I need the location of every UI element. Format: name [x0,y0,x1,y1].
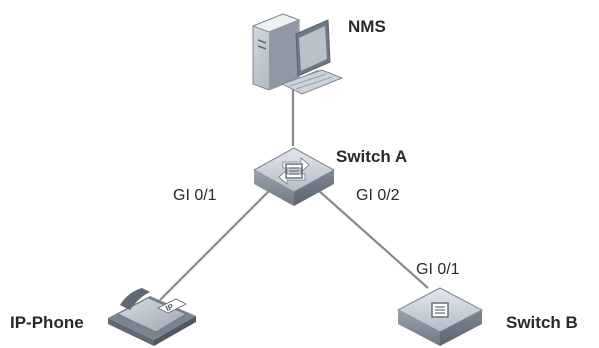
switch-b-port-gi01-label: GI 0/1 [416,261,460,278]
ip-phone-node: IP IP-Phone [10,288,196,346]
computer-icon [251,13,344,95]
switch-b-label: Switch B [506,313,578,332]
switch-icon [396,287,484,346]
nms-node: NMS [251,13,386,95]
ip-phone-icon: IP [108,288,196,346]
switch-a-node: Switch A GI 0/1 GI 0/2 [173,147,407,206]
switch-a-label: Switch A [336,147,407,166]
ip-phone-badge: IP [164,302,175,314]
switch-a-port-gi01-label: GI 0/1 [173,187,217,204]
links [159,88,429,301]
link-switch-a-ip-phone [159,189,271,301]
link-switch-a-switch-b [317,189,429,289]
switch-icon [252,147,336,206]
switch-a-port-gi02-label: GI 0/2 [356,187,400,204]
nms-label: NMS [348,17,386,36]
switch-b-node: Switch B GI 0/1 [396,261,578,346]
ip-phone-label: IP-Phone [10,313,84,332]
